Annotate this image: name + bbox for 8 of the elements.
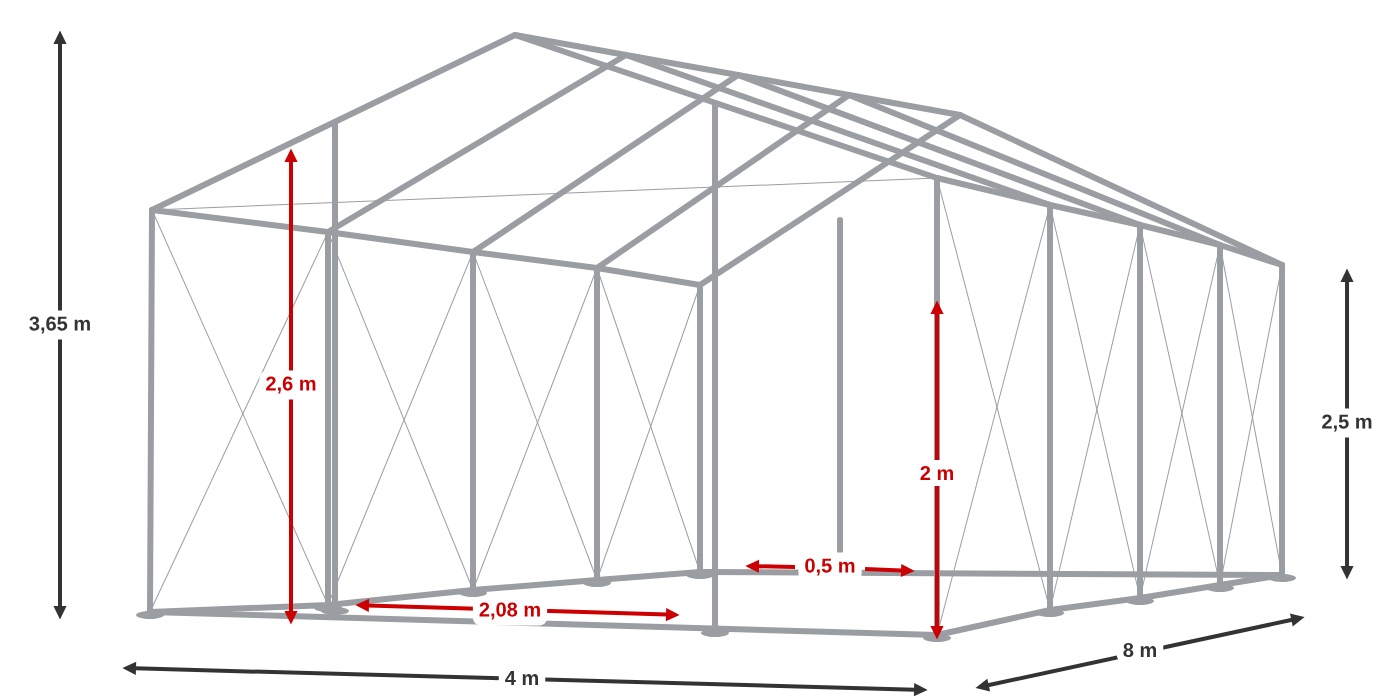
dimension-label: 2,08 m bbox=[472, 596, 548, 626]
dimension-label: 2 m bbox=[913, 460, 961, 486]
dimension-label: 2,5 m bbox=[1315, 408, 1379, 438]
dimension-label: 3,65 m bbox=[22, 310, 98, 340]
dimension-label: 0,5 m bbox=[798, 552, 862, 582]
dimension-label: 8 m bbox=[1116, 636, 1164, 664]
dimension-label: 4 m bbox=[498, 665, 546, 691]
dimension-label: 2,6 m bbox=[259, 370, 323, 400]
